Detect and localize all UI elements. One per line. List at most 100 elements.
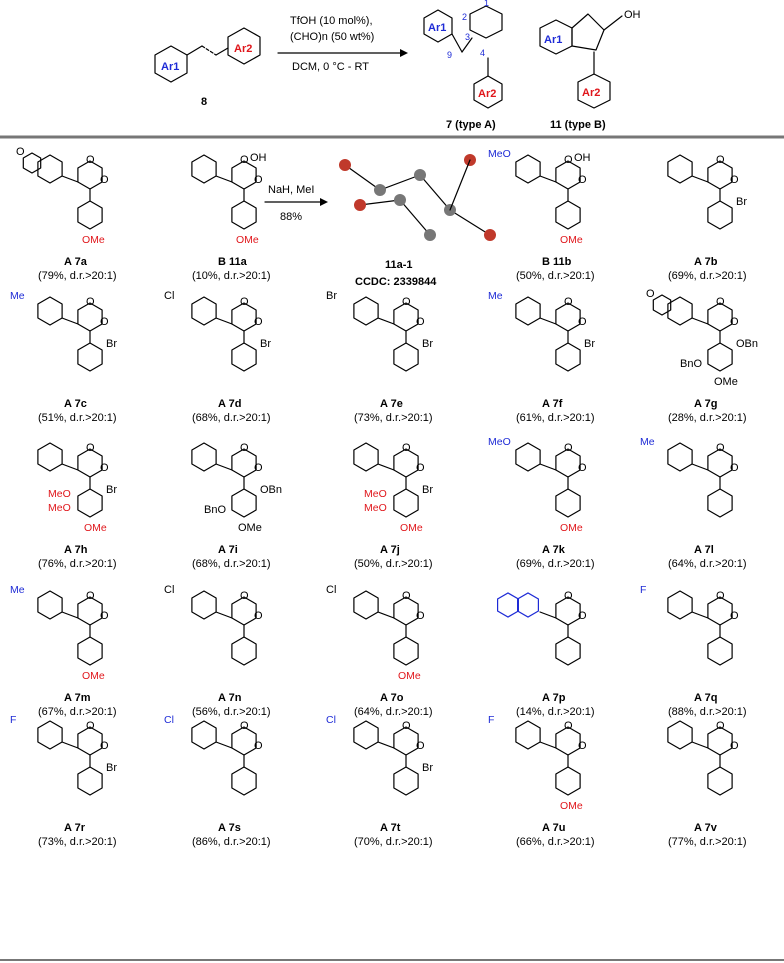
ring-num-4: 4 [480, 48, 485, 58]
xray-ccdc: CCDC: 2339844 [355, 276, 437, 288]
bromo-label: Br [106, 762, 117, 774]
top-substituent: F [10, 714, 16, 726]
compound-id: A 7j [380, 544, 400, 556]
ring-oxygen-side: O [100, 316, 109, 328]
compound-yield: (70%, d.r.>20:1) [354, 836, 433, 848]
compound-yield: (50%, d.r.>20:1) [516, 270, 595, 282]
ome-label: OMe [560, 800, 583, 812]
compound-id: A 7t [380, 822, 401, 834]
top-substituent: Cl [326, 584, 336, 596]
ring-oxygen-top: O [564, 442, 573, 454]
ring-oxygen-top: O [86, 442, 95, 454]
top-substituent: Me [640, 436, 655, 448]
compound-id: A 7e [380, 398, 403, 410]
bromo-label: Br [422, 762, 433, 774]
ring-oxygen-top: O [402, 296, 411, 308]
ring-oxygen-side: O [416, 610, 425, 622]
ome-label: OMe [238, 522, 262, 534]
product-b-oh: OH [624, 9, 641, 21]
bromo-label: Br [260, 338, 271, 350]
ring-oxygen-top: O [564, 720, 573, 732]
compound-yield: (61%, d.r.>20:1) [516, 412, 595, 424]
ring-oxygen-side: O [254, 462, 263, 474]
xray-block: NaH, MeI 88% 11a-1 CCDC: 2339844 [264, 154, 496, 288]
compound-yield: (56%, d.r.>20:1) [192, 706, 271, 718]
compound-yield: (50%, d.r.>20:1) [354, 558, 433, 570]
ring-oxygen-top: O [86, 154, 95, 166]
dioxole-oxygen: O [646, 288, 655, 300]
top-substituent: F [488, 714, 494, 726]
ring-oxygen-top: O [716, 296, 725, 308]
ring-oxygen-top: O [564, 296, 573, 308]
ring-oxygen-side: O [254, 174, 263, 186]
ome-label: OMe [398, 670, 421, 682]
condition-catalyst: TfOH (10 mol%), [290, 15, 373, 27]
compound-yield: (69%, d.r.>20:1) [668, 270, 747, 282]
bromo-label: Br [736, 196, 747, 208]
compound-id: A 7l [694, 544, 714, 556]
top-substituent: F [640, 584, 646, 596]
ring-oxygen-side: O [730, 462, 739, 474]
ring-oxygen-side: O [730, 174, 739, 186]
ome-label: OMe [560, 234, 583, 246]
ring-oxygen-side: O [578, 610, 587, 622]
ring-oxygen-side: O [578, 740, 587, 752]
ome-label: OMe [82, 234, 105, 246]
top-substituent: Cl [164, 584, 174, 596]
ring-oxygen-top: O [402, 720, 411, 732]
ring-oxygen-top: O [86, 590, 95, 602]
ring-oxygen-side: O [578, 462, 587, 474]
bromo-label: Br [422, 338, 433, 350]
ring-oxygen-top: O [240, 296, 249, 308]
ring-oxygen-top: O [716, 720, 725, 732]
ring-oxygen-side: O [416, 316, 425, 328]
ring-oxygen-side: O [416, 462, 425, 474]
ring-oxygen-side: O [254, 610, 263, 622]
compound-yield: (73%, d.r.>20:1) [354, 412, 433, 424]
ring-oxygen-side: O [254, 316, 263, 328]
product-b-ar2: Ar2 [582, 87, 600, 99]
top-substituent: MeO [488, 436, 511, 448]
compound-yield: (77%, d.r.>20:1) [668, 836, 747, 848]
compound-yield: (64%, d.r.>20:1) [668, 558, 747, 570]
compound-id: A 7n [218, 692, 242, 704]
bromo-label: Br [106, 338, 117, 350]
product-7-type-a: Ar1 Ar2 1 2 3 4 9 7 (type A) [423, 0, 503, 131]
compound-id: A 7f [542, 398, 563, 410]
ring-oxygen-side: O [100, 610, 109, 622]
compound-yield: (64%, d.r.>20:1) [354, 706, 433, 718]
compound-id: A 7o [380, 692, 404, 704]
compound-card: OOA 7p(14%, d.r.>20:1) [497, 590, 595, 718]
ome-label: OMe [560, 522, 583, 534]
ring-oxygen-top: O [240, 154, 249, 166]
ome-label: OMe [714, 376, 738, 388]
top-substituent: MeO [488, 148, 511, 160]
product-ar2: Ar2 [478, 88, 496, 100]
bromo-label: Br [106, 484, 117, 496]
ring-oxygen-side: O [100, 462, 109, 474]
ring-oxygen-top: O [402, 442, 411, 454]
xray-yield: 88% [280, 211, 302, 223]
ring-oxygen-side: O [416, 740, 425, 752]
xray-reagent: NaH, MeI [268, 184, 314, 196]
xray-label: 11a-1 [385, 259, 413, 271]
ring-oxygen-side: O [730, 740, 739, 752]
condition-formaldehyde: (CHO)n (50 wt%) [290, 31, 374, 43]
compound-yield: (68%, d.r.>20:1) [192, 558, 271, 570]
ring-oxygen-top: O [716, 154, 725, 166]
ring-oxygen-side: O [578, 316, 587, 328]
